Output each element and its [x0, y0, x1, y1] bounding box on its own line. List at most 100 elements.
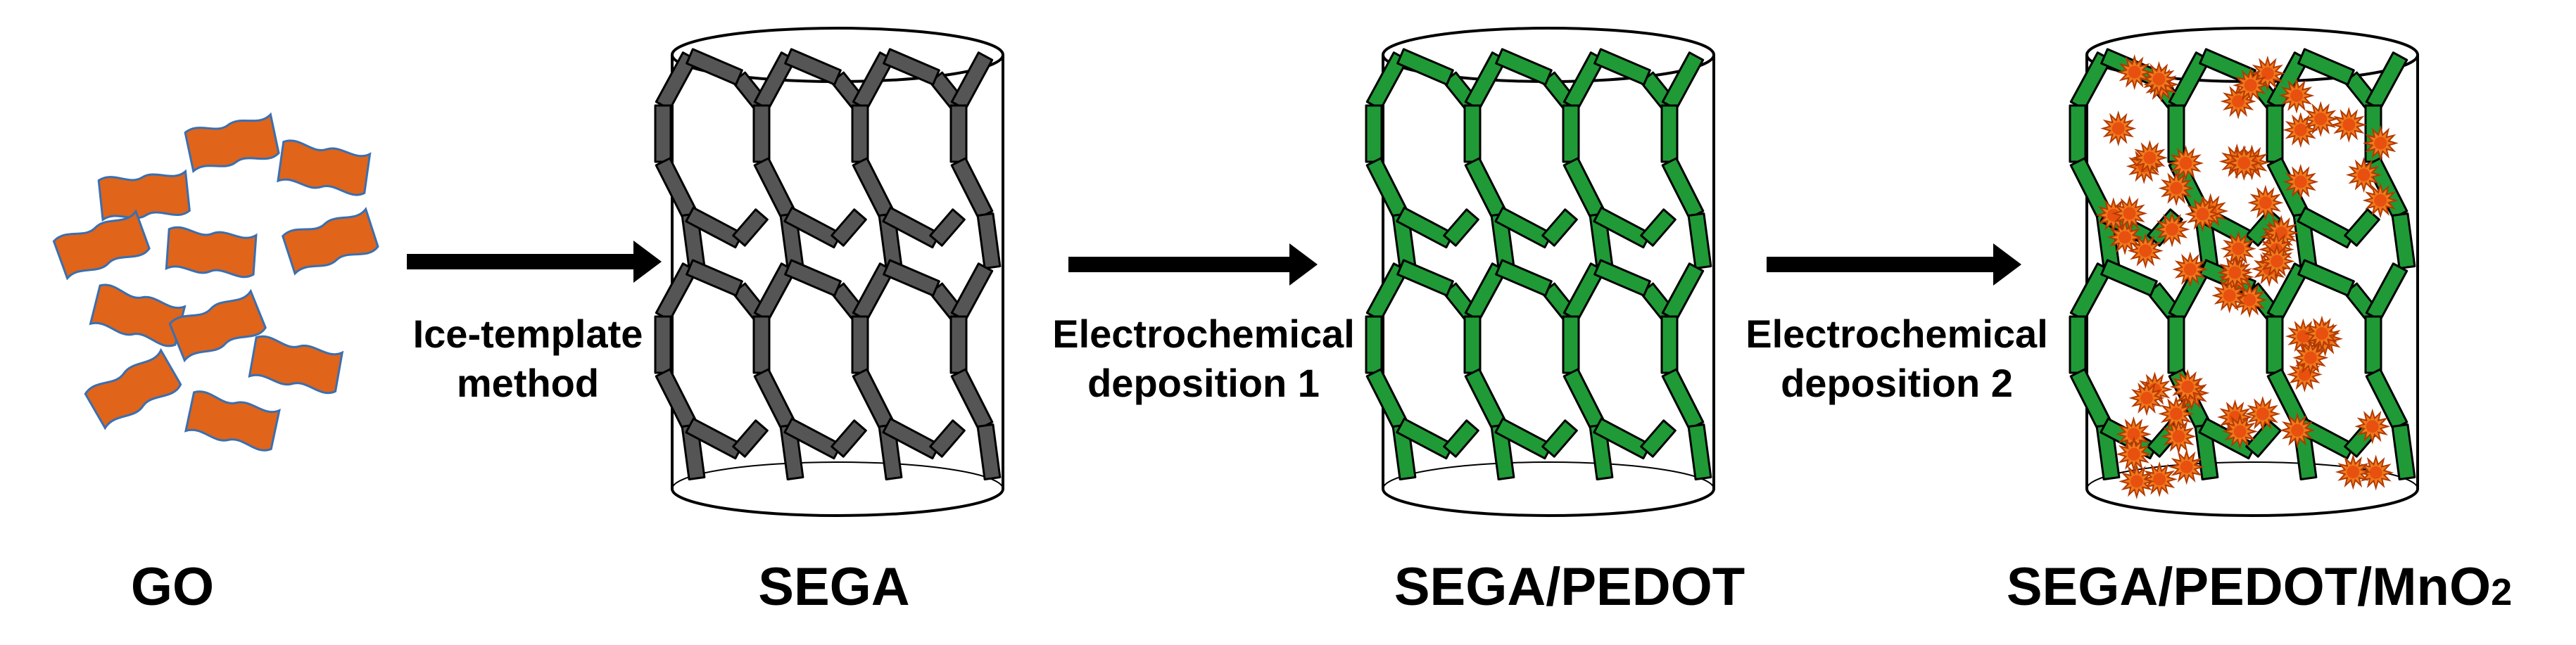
lattice-strut	[929, 208, 966, 247]
arrow-head	[633, 241, 662, 283]
step-label-ice-template: Ice-template method	[380, 309, 676, 408]
go-flake	[277, 139, 372, 196]
lattice-strut	[883, 259, 940, 297]
mno2-particle-core	[2233, 425, 2247, 438]
arrow-shaft	[1068, 257, 1292, 272]
lattice-strut	[950, 368, 994, 430]
lattice-strut	[950, 157, 994, 219]
lattice-strut	[1562, 104, 1580, 163]
mno2-particle-core	[2179, 157, 2192, 170]
go-flake	[184, 112, 280, 174]
lattice-strut	[2391, 423, 2416, 480]
arrow-1	[407, 241, 662, 283]
mno2-particle-core	[2232, 242, 2245, 255]
lattice-strut	[2365, 262, 2408, 321]
lattice-strut	[2266, 104, 2284, 163]
go-flake	[282, 207, 379, 276]
lattice-strut	[1463, 104, 1482, 163]
mno2-particle-core	[2297, 330, 2310, 343]
lattice-strut	[2297, 259, 2355, 297]
lattice-strut	[752, 104, 771, 163]
lattice-strut	[2266, 315, 2284, 374]
lattice-strut	[752, 315, 771, 374]
lattice-strut	[1396, 259, 1454, 297]
lattice-strut	[1660, 315, 1679, 374]
go-flake	[248, 335, 344, 395]
label-go: GO	[130, 557, 215, 617]
cylinder-bottom-front	[671, 488, 1004, 517]
mno2-particle-core	[2259, 196, 2272, 210]
lattice-strut	[851, 315, 869, 374]
mno2-particles	[2095, 54, 2399, 499]
lattice-strut	[1687, 423, 1712, 480]
go-flake-shape	[84, 347, 182, 430]
lattice-strut	[2100, 259, 2158, 297]
cylinder-bottom-back	[671, 461, 1004, 490]
lattice	[654, 48, 1002, 480]
lattice-strut	[950, 262, 994, 321]
label-sega-pedot: SEGA/PEDOT	[1394, 557, 1745, 617]
lattice-strut	[883, 48, 940, 86]
mno2-particle-core	[2119, 231, 2132, 244]
lattice-strut	[1562, 315, 1580, 374]
lattice-strut	[1640, 208, 1677, 247]
mno2-particle-core	[2130, 475, 2143, 488]
step1-line2: method	[456, 361, 600, 405]
label-sega: SEGA	[758, 557, 910, 617]
lattice-strut	[1661, 51, 1705, 110]
lattice-strut	[2344, 208, 2380, 247]
lattice-strut	[753, 368, 797, 430]
mno2-particle-core	[2181, 380, 2195, 393]
mno2-particle-core	[2228, 266, 2242, 279]
arrow-2	[1068, 243, 1318, 286]
mno2-particle-core	[2369, 466, 2382, 479]
lattice-strut	[1443, 208, 1479, 247]
mno2-particle-core	[2243, 293, 2256, 307]
lattice-strut	[2365, 368, 2408, 430]
lattice-strut	[1541, 419, 1578, 458]
lattice-strut	[1640, 419, 1677, 458]
cylinder-bottom-front	[1382, 488, 1715, 517]
lattice-strut	[1365, 104, 1383, 163]
go-flake	[84, 347, 182, 430]
lattice-strut	[686, 48, 743, 86]
lattice-strut	[1541, 208, 1578, 247]
arrow-3	[1767, 243, 2021, 286]
mno2-particle-core	[2183, 262, 2197, 276]
lattice-strut	[1443, 419, 1479, 458]
label-sega-pedot-mno2: SEGA/PEDOT/MnO2	[1957, 556, 2562, 624]
label-mno2-text: SEGA/PEDOT/MnO	[2006, 557, 2492, 617]
mno2-particle-core	[2170, 181, 2183, 195]
sega-cylinder	[654, 27, 1004, 517]
go-flake	[168, 288, 267, 363]
lattice-strut	[2364, 315, 2382, 374]
lattice-strut	[2069, 104, 2087, 163]
mno2-particle-core	[2123, 207, 2136, 220]
go-flake	[52, 209, 151, 281]
mno2-particle-core	[2314, 113, 2328, 126]
lattice-strut	[686, 259, 743, 297]
mno2-particle-core	[2315, 327, 2328, 340]
mno2-particle-core	[2374, 193, 2387, 207]
sega-pedot-mno2-cylinder	[2069, 27, 2419, 517]
mno2-particle-core	[2342, 118, 2356, 132]
lattice-strut	[1661, 157, 1705, 219]
mno2-particle-core	[2111, 122, 2125, 135]
mno2-particle-core	[2127, 447, 2140, 461]
lattice-strut	[831, 419, 867, 458]
arrow-shaft	[407, 254, 636, 269]
lattice-strut	[1593, 259, 1651, 297]
go-flake-shape	[97, 169, 191, 222]
mno2-particle-core	[2128, 65, 2141, 79]
lattice-strut	[1562, 157, 1606, 219]
mno2-particle-core	[2196, 207, 2209, 221]
mno2-particle-core	[2290, 89, 2303, 102]
lattice-strut	[654, 104, 672, 163]
mno2-particle-core	[2232, 95, 2245, 108]
lattice-strut	[1687, 212, 1712, 269]
go-flake-shape	[282, 207, 379, 276]
go-flake-shape	[277, 139, 372, 196]
mno2-particle-core	[2294, 175, 2307, 189]
cylinder-bottom-front	[2085, 488, 2419, 517]
